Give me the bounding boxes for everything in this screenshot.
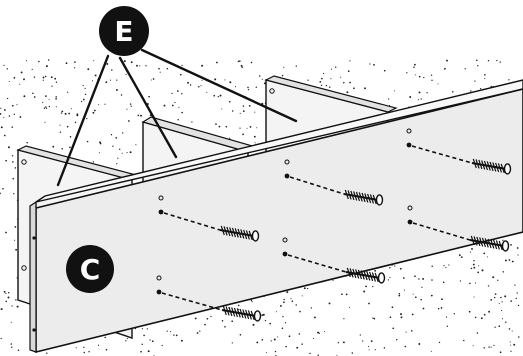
screw-icon	[471, 158, 512, 175]
guide-line	[411, 145, 473, 164]
callout-c-label: C	[80, 253, 101, 286]
hole-icon	[21, 159, 27, 165]
hole-icon	[406, 142, 412, 148]
callout-e-label: E	[114, 15, 133, 48]
hole-icon	[284, 173, 290, 179]
guide-line	[163, 212, 221, 231]
hole-icon	[284, 159, 290, 165]
fastener-group	[156, 128, 512, 322]
hole-icon	[269, 88, 275, 94]
screw-icon	[343, 189, 384, 206]
hole-icon	[21, 265, 27, 271]
hole-icon	[282, 251, 288, 257]
callout-e-leaders	[56, 48, 298, 187]
hole-icon	[407, 219, 413, 225]
hole-icon	[156, 275, 162, 281]
guide-line	[289, 176, 345, 195]
screw-icon	[221, 305, 262, 322]
callout-c: C	[66, 245, 114, 293]
screw-icon	[345, 267, 386, 284]
long-board	[29, 79, 523, 354]
hole-icon	[156, 289, 162, 295]
screw-icon	[469, 235, 510, 252]
guide-line	[161, 292, 223, 311]
hole-icon	[407, 205, 413, 211]
callout-e: E	[99, 6, 149, 56]
guide-line	[287, 254, 347, 273]
hole-icon	[406, 128, 412, 134]
guide-line	[412, 222, 471, 241]
hole-icon	[282, 237, 288, 243]
hole-icon	[158, 209, 164, 215]
screw-icon	[219, 225, 260, 242]
hole-icon	[158, 195, 164, 201]
